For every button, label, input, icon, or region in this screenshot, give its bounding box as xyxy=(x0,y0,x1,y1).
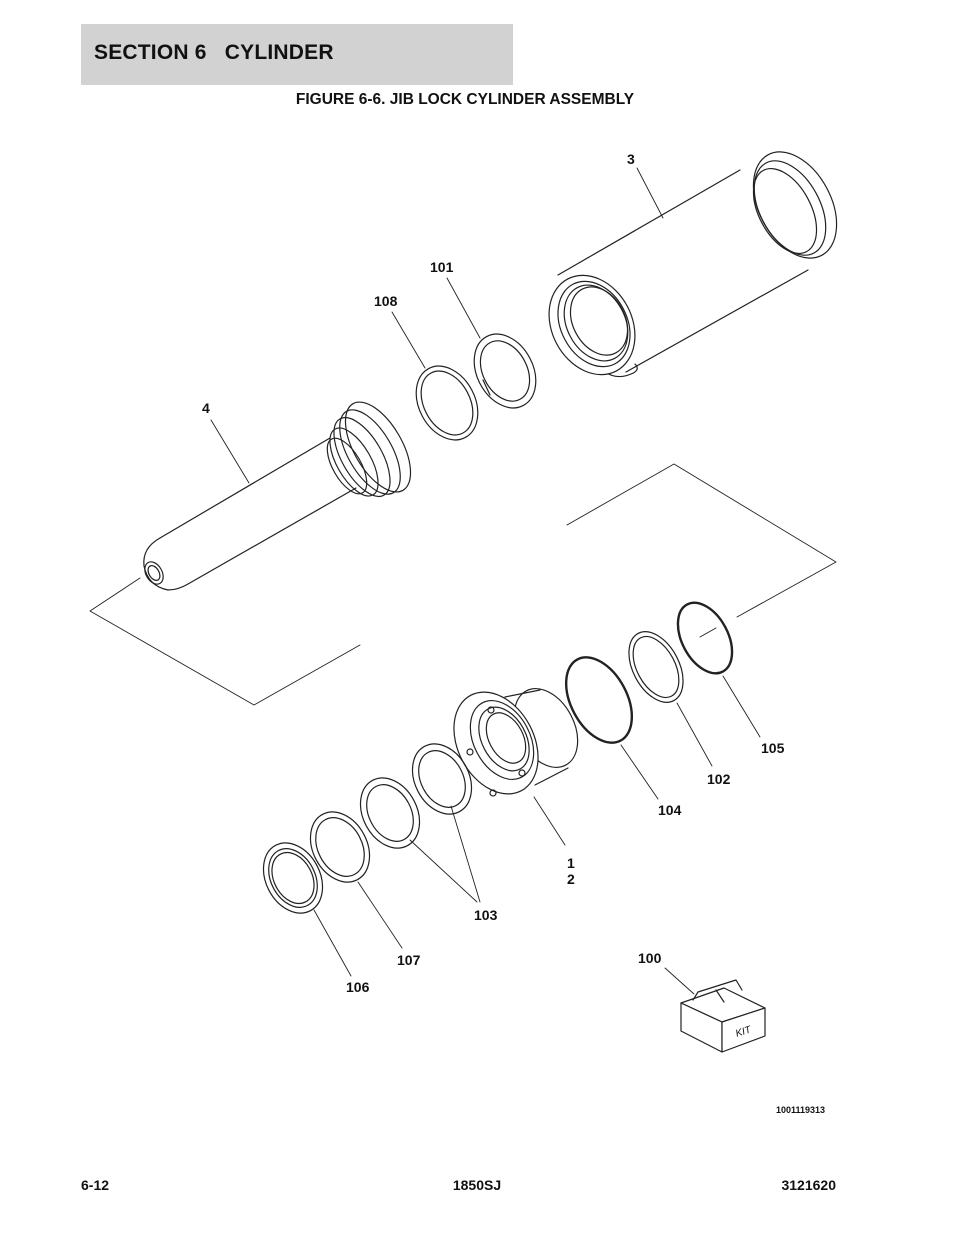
callout-105: 105 xyxy=(761,740,785,756)
seal-103-a xyxy=(411,743,473,815)
leader-lines xyxy=(210,167,761,995)
seal-108 xyxy=(415,365,479,441)
seal-106 xyxy=(262,842,324,914)
callout-3: 3 xyxy=(627,151,635,167)
callout-2: 2 xyxy=(567,871,575,887)
callout-100: 100 xyxy=(638,950,662,966)
model-name: 1850SJ xyxy=(452,1177,502,1193)
centerlines xyxy=(89,463,837,706)
callout-4: 4 xyxy=(202,400,210,416)
seal-107 xyxy=(309,811,371,883)
callout-101: 101 xyxy=(430,259,454,275)
barrel xyxy=(548,151,838,378)
wear-ring-101 xyxy=(473,333,537,409)
seal-103-b xyxy=(359,777,421,849)
manual-number: 3121620 xyxy=(781,1177,836,1193)
callout-103: 103 xyxy=(474,907,498,923)
section-header: SECTION 6 CYLINDER xyxy=(81,24,513,85)
figure-title: FIGURE 6-6. JIB LOCK CYLINDER ASSEMBLY xyxy=(295,91,635,108)
backup-ring-102 xyxy=(628,631,684,703)
cylinder-head xyxy=(453,688,579,797)
o-ring-105 xyxy=(676,601,734,675)
callout-104: 104 xyxy=(658,802,682,818)
drawing-number: 1001119313 xyxy=(776,1105,825,1115)
callout-107: 107 xyxy=(397,952,421,968)
callout-102: 102 xyxy=(707,771,731,787)
rod xyxy=(143,401,412,591)
o-ring-104 xyxy=(564,656,634,744)
kit-label: KIT xyxy=(734,1024,753,1040)
page-number: 6-12 xyxy=(81,1177,110,1193)
callout-106: 106 xyxy=(346,979,370,995)
kit-box xyxy=(680,979,766,1053)
callout-108: 108 xyxy=(374,293,398,309)
section-title: SECTION 6 CYLINDER xyxy=(94,41,334,64)
callout-1: 1 xyxy=(567,855,575,871)
